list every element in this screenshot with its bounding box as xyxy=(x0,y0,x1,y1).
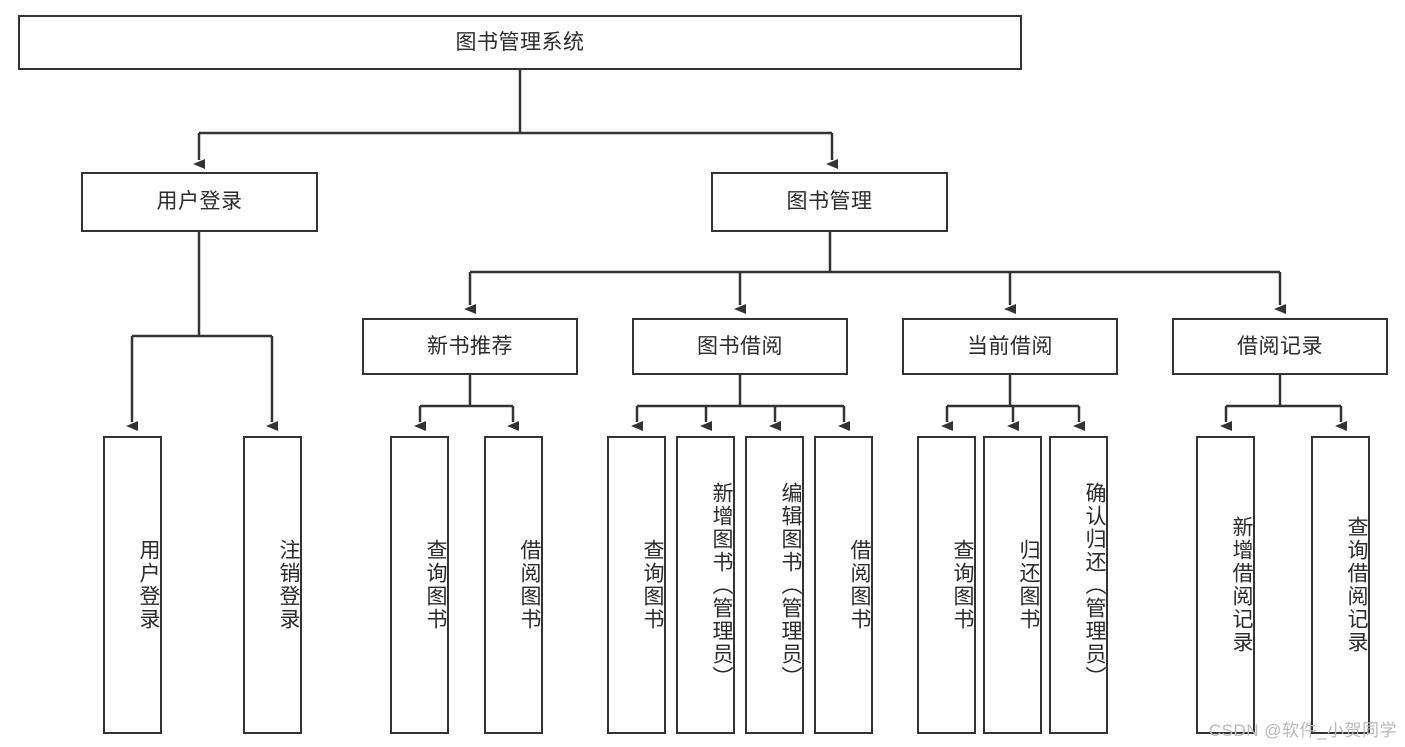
leaf-user-login[interactable]: 用户登录 xyxy=(103,436,162,734)
leaf-logout[interactable]: 注销登录 xyxy=(243,436,302,734)
leaf-newbook-query-book-label: 查询图书 xyxy=(424,539,447,631)
leaf-record-query-record[interactable]: 查询借阅记录 xyxy=(1311,436,1370,734)
node-root[interactable]: 图书管理系统 xyxy=(18,15,1022,70)
watermark: CSDN @软件_小贺同学 xyxy=(1208,721,1397,740)
leaf-borrow-add-book[interactable]: 新增图书（管理员） xyxy=(676,436,735,734)
leaf-current-confirm-return[interactable]: 确认归还（管理员） xyxy=(1049,436,1108,734)
leaf-newbook-borrow-book[interactable]: 借阅图书 xyxy=(484,436,543,734)
leaf-user-login-label: 用户登录 xyxy=(137,539,160,631)
leaf-record-add-record-label: 新增借阅记录 xyxy=(1230,516,1253,654)
node-new-book-recommend-label: 新书推荐 xyxy=(427,334,513,358)
node-borrow-record-label: 借阅记录 xyxy=(1237,334,1323,358)
leaf-borrow-edit-book-label: 编辑图书（管理员） xyxy=(779,481,802,689)
leaf-newbook-borrow-book-label: 借阅图书 xyxy=(518,539,541,631)
node-book-management-label: 图书管理 xyxy=(786,190,873,214)
node-current-borrow[interactable]: 当前借阅 xyxy=(902,318,1118,375)
leaf-borrow-borrow-book-label: 借阅图书 xyxy=(848,539,871,631)
leaf-borrow-query-book[interactable]: 查询图书 xyxy=(607,436,666,734)
node-book-management[interactable]: 图书管理 xyxy=(711,172,948,232)
leaf-borrow-borrow-book[interactable]: 借阅图书 xyxy=(814,436,873,734)
leaf-current-return-book-label: 归还图书 xyxy=(1017,539,1040,631)
node-user-login-label: 用户登录 xyxy=(156,190,243,214)
leaf-newbook-query-book[interactable]: 查询图书 xyxy=(390,436,449,734)
leaf-current-query-book[interactable]: 查询图书 xyxy=(917,436,976,734)
node-new-book-recommend[interactable]: 新书推荐 xyxy=(362,318,578,375)
node-borrow-record[interactable]: 借阅记录 xyxy=(1172,318,1388,375)
leaf-current-query-book-label: 查询图书 xyxy=(951,539,974,631)
node-current-borrow-label: 当前借阅 xyxy=(967,334,1053,358)
leaf-current-return-book[interactable]: 归还图书 xyxy=(983,436,1042,734)
leaf-borrow-edit-book[interactable]: 编辑图书（管理员） xyxy=(745,436,804,734)
leaf-borrow-add-book-label: 新增图书（管理员） xyxy=(710,481,733,689)
leaf-borrow-query-book-label: 查询图书 xyxy=(641,539,664,631)
node-book-borrow[interactable]: 图书借阅 xyxy=(632,318,848,375)
node-root-label: 图书管理系统 xyxy=(455,30,585,54)
leaf-current-confirm-return-label: 确认归还（管理员） xyxy=(1083,481,1106,689)
node-user-login[interactable]: 用户登录 xyxy=(81,172,318,232)
leaf-logout-label: 注销登录 xyxy=(277,539,300,631)
leaf-record-add-record[interactable]: 新增借阅记录 xyxy=(1196,436,1255,734)
leaf-record-query-record-label: 查询借阅记录 xyxy=(1345,516,1368,654)
node-book-borrow-label: 图书借阅 xyxy=(697,334,783,358)
